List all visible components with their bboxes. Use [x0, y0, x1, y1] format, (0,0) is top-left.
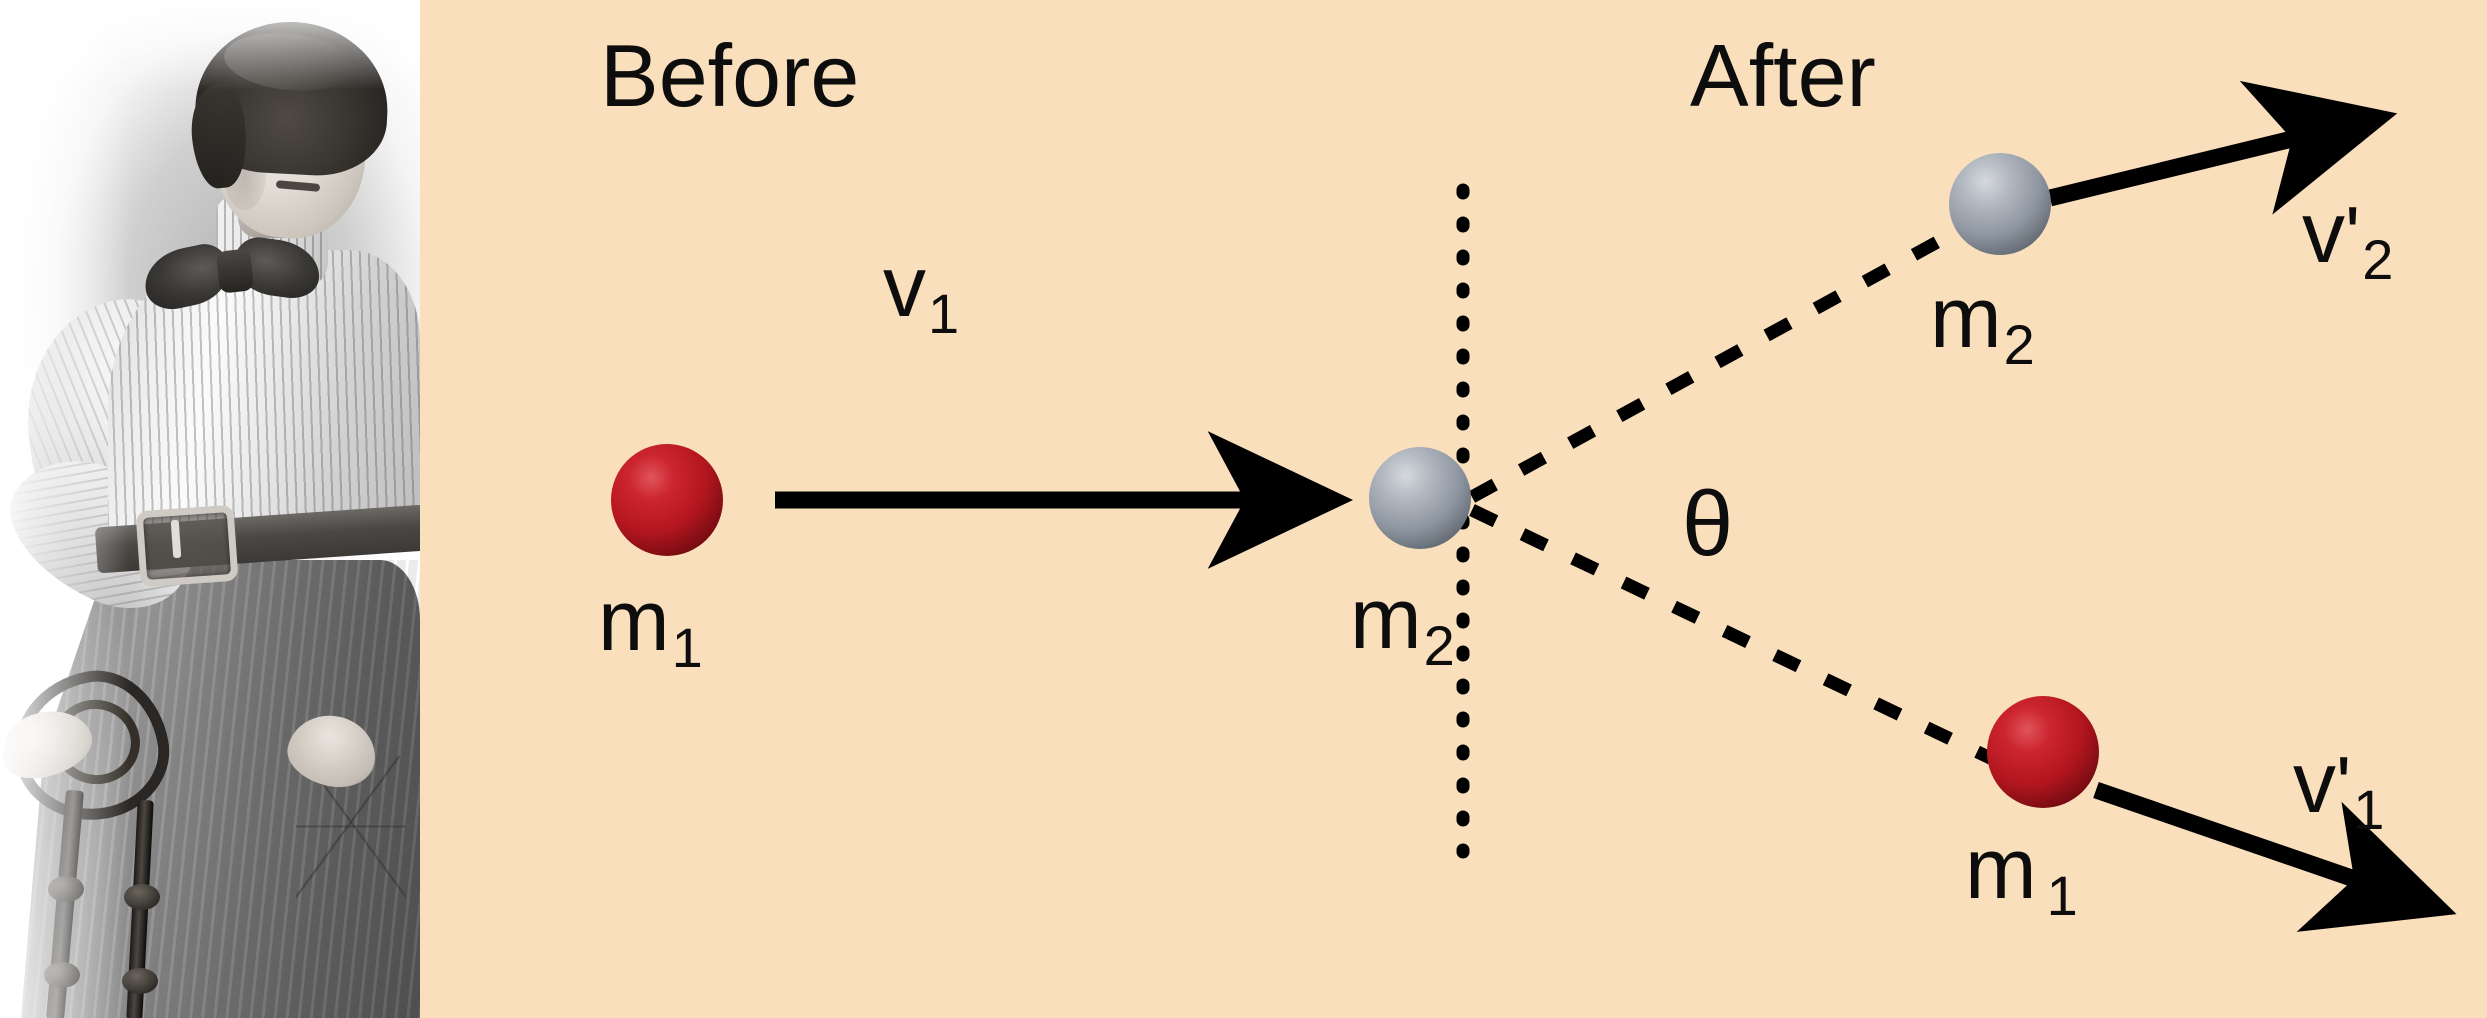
label-m2-after-subscript: 2: [2003, 312, 2035, 376]
label-m2-before-subscript: 2: [1423, 613, 1455, 677]
velocity-arrow-v1-prime: [2093, 781, 2457, 932]
label-v2-prime-subscript: 2: [2362, 227, 2394, 291]
label-v2-prime-symbol: v: [2302, 185, 2345, 281]
label-m1-before-subscript: 1: [671, 615, 703, 679]
label-v1-prime: v'1: [2293, 740, 2384, 838]
scatter-guide-upper-dashed: [1468, 206, 1996, 503]
chair-knob: [48, 876, 84, 902]
chair-knob: [122, 968, 158, 994]
ball-m1-after: [1987, 696, 2099, 808]
ball-m2-before: [1369, 447, 1471, 549]
scatter-guide-lower-dashed: [1469, 504, 2035, 784]
label-v1-prime-subscript: 1: [2353, 777, 2385, 841]
diagram-canvas: [611, 80, 2457, 932]
label-v2-prime-mark: ': [2345, 190, 2361, 279]
label-m1-after-symbol: m: [1965, 821, 2037, 917]
chair-knob: [124, 884, 160, 910]
label-m1-before: m1: [598, 578, 703, 676]
label-v1-prime-symbol: v: [2293, 735, 2336, 831]
label-v1: v1: [883, 244, 959, 342]
label-m2-before: m2: [1350, 576, 1455, 674]
portrait-photograph: [0, 0, 420, 1018]
chair-knob: [44, 962, 80, 988]
label-v1-prime-mark: ': [2336, 740, 2352, 829]
label-v1-symbol: v: [883, 239, 926, 335]
ball-m2-after: [1949, 153, 2051, 255]
ball-m1-before: [611, 444, 723, 556]
figure-belt-buckle: [135, 504, 239, 588]
figure-bowtie-knot: [215, 248, 255, 294]
label-v1-subscript: 1: [928, 281, 960, 345]
heading-before: Before: [600, 26, 860, 125]
label-m2-before-symbol: m: [1350, 571, 1422, 667]
heading-after: After: [1690, 26, 1876, 125]
label-m1-before-symbol: m: [598, 573, 670, 669]
label-theta-angle: θ: [1682, 473, 1734, 575]
velocity-arrow-v2-prime: [2047, 80, 2398, 215]
label-m2-after: m2: [1930, 275, 2035, 373]
label-m1-after-subscript: 1: [2046, 863, 2078, 927]
label-v2-prime: v'2: [2302, 190, 2393, 288]
label-m2-after-symbol: m: [1930, 270, 2002, 366]
